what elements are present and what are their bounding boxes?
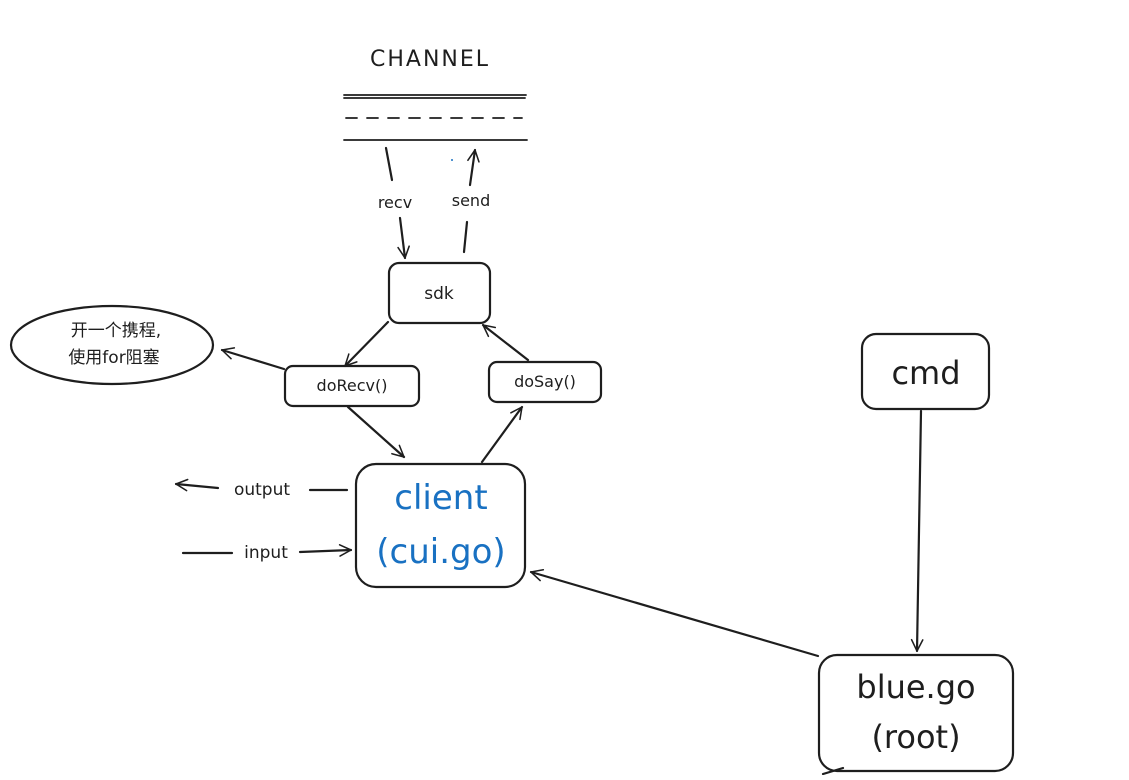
client-label-line-2: (cui.go) <box>376 532 505 572</box>
note-line-1: 开一个携程, <box>71 321 161 341</box>
cmd-to-blue-arrow <box>910 409 924 653</box>
note-ellipse: 开一个携程, 使用for阻塞 <box>9 304 215 386</box>
blue-box <box>817 653 1015 773</box>
recv-arrow-top <box>384 146 394 182</box>
client-node: client (cui.go) <box>354 462 527 589</box>
dorecv-to-note-arrow <box>220 347 286 371</box>
cmd-box <box>860 332 991 411</box>
blue-to-client-arrow <box>529 569 820 658</box>
channel-title: CHANNEL <box>370 47 490 72</box>
input-arrow-right <box>298 544 353 557</box>
send-label: send <box>452 191 490 210</box>
dosay-label: doSay() <box>514 372 576 391</box>
blue-node: blue.go (root) <box>817 653 1015 773</box>
recv-arrow-bottom <box>397 216 410 260</box>
note-line-2: 使用for阻塞 <box>68 347 159 368</box>
dorecv-label: doRecv() <box>317 376 388 395</box>
sdk-label: sdk <box>424 284 454 304</box>
channel-queue <box>343 94 528 141</box>
sdk-node: sdk <box>387 261 492 325</box>
dorecv-box <box>283 364 421 408</box>
input-label: input <box>244 543 288 563</box>
client-box <box>354 462 527 589</box>
stray-dot <box>451 159 453 161</box>
client-label-line-1: client <box>394 478 487 518</box>
dosay-node: doSay() <box>487 360 603 404</box>
output-arrow-left <box>174 478 220 492</box>
blue-label-line-2: (root) <box>871 718 960 756</box>
send-arrow-top <box>467 148 480 187</box>
cmd-label: cmd <box>891 354 960 392</box>
bottom-partial-arrow <box>821 766 845 776</box>
output-label: output <box>234 480 290 500</box>
sdk-to-dorecv-arrow <box>343 320 390 368</box>
blue-label-line-1: blue.go <box>856 668 975 706</box>
dorecv-node: doRecv() <box>283 364 421 408</box>
dosay-box <box>487 360 603 404</box>
note-shape <box>9 304 215 386</box>
dorecv-to-client-arrow <box>346 405 406 459</box>
dosay-to-sdk-arrow <box>481 323 530 362</box>
recv-label: recv <box>378 193 412 212</box>
cmd-node: cmd <box>860 332 991 411</box>
sdk-box <box>387 261 492 325</box>
client-to-dosay-arrow <box>480 405 524 464</box>
send-arrow-bottom <box>462 220 469 254</box>
